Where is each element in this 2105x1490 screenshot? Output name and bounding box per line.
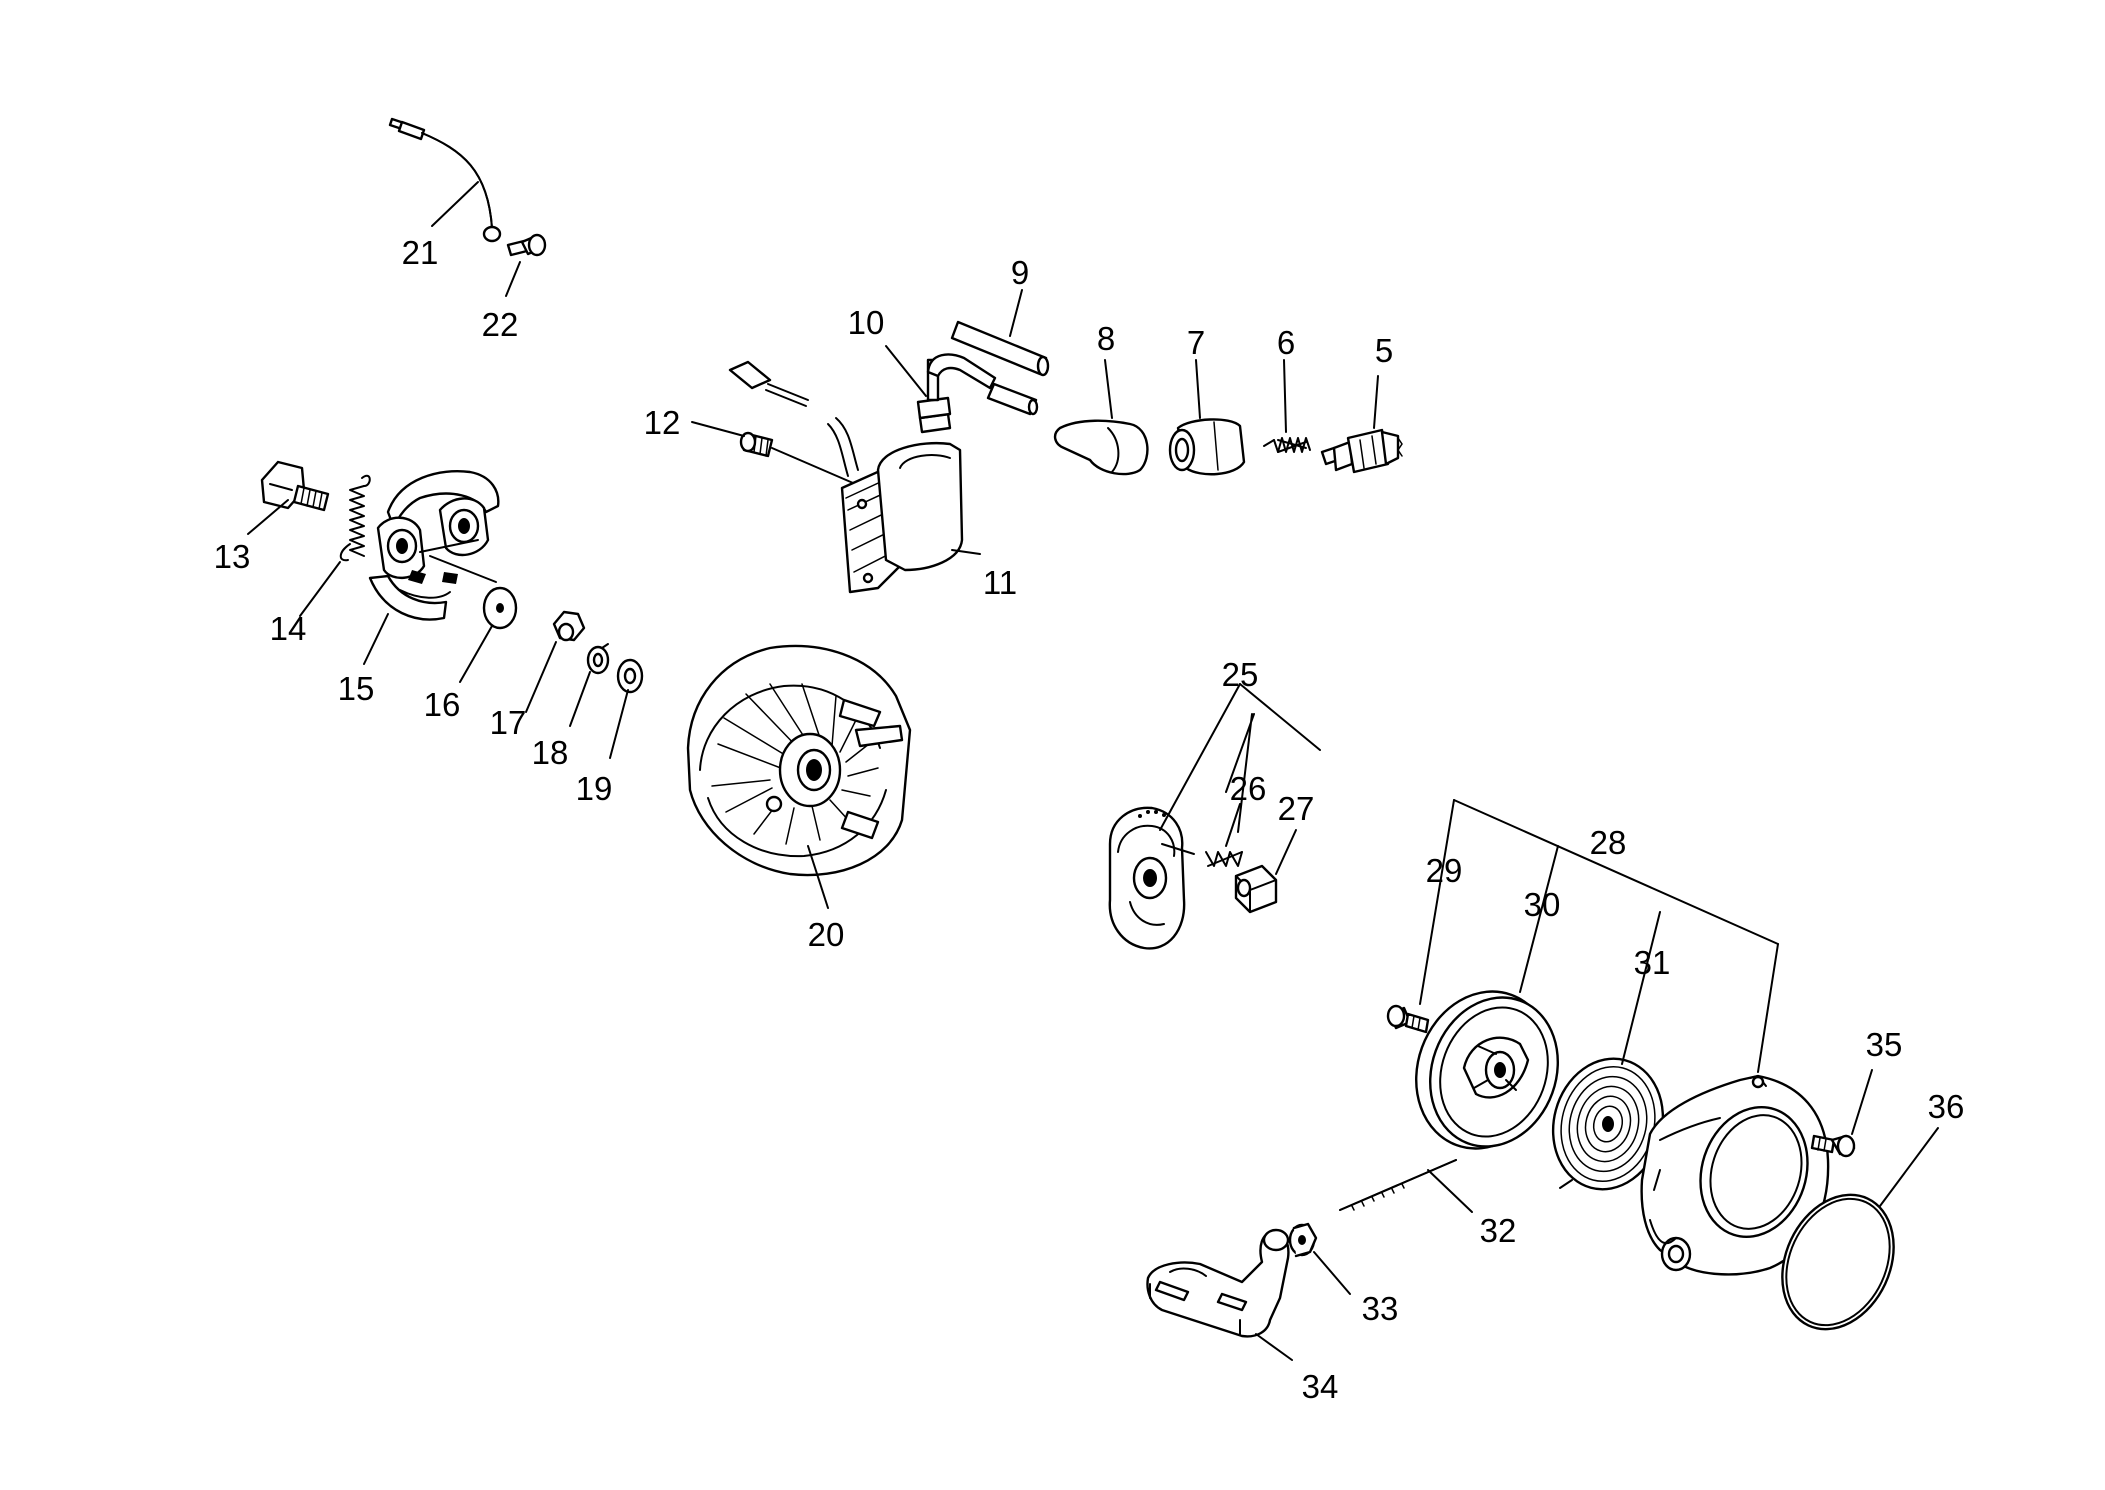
leader-lines [247,181,1939,1361]
label-part-10: 10 [848,304,885,341]
label-part-16: 16 [424,686,461,723]
label-part-27: 27 [1278,790,1315,827]
part-32-starter-rope [1339,1159,1457,1211]
part-35-screw [1810,1134,1856,1158]
label-part-8: 8 [1097,320,1115,357]
label-part-33: 33 [1362,1290,1399,1327]
part-25-pawl-housing [1108,806,1195,950]
label-part-5: 5 [1375,332,1393,369]
label-part-12: 12 [644,404,681,441]
part-20-flywheel [686,644,912,877]
label-part-22: 22 [482,306,519,343]
label-part-13: 13 [214,538,251,575]
part-12-bolt [739,431,861,487]
part-14-spring [339,474,371,562]
label-part-26: 26 [1230,770,1267,807]
label-part-31: 31 [1634,944,1671,981]
part-27-pawl [1234,864,1278,914]
part-10-short-tube [986,382,1039,416]
label-part-25: 25 [1222,656,1259,693]
label-part-9: 9 [1011,254,1029,291]
label-part-15: 15 [338,670,375,707]
part-30-recoil-pulley [1415,990,1559,1150]
part-6-spring [1263,437,1311,453]
label-part-14: 14 [270,610,307,647]
label-part-6: 6 [1277,324,1295,361]
part-33-rope-guide [1288,1222,1318,1258]
part-26-spring [1205,851,1243,867]
part-28-starter-case [1640,1074,1830,1276]
part-8-plug-boot [1053,419,1149,476]
part-34-starter-handle [1146,1228,1290,1338]
part-16-washer [482,586,518,630]
label-part-21: 21 [402,234,439,271]
part-5-spark-plug [1320,428,1403,474]
label-part-34: 34 [1302,1368,1339,1405]
label-part-29: 29 [1426,852,1463,889]
part-36-plate [1781,1193,1895,1331]
label-part-30: 30 [1524,886,1561,923]
part-labels: 5 6 7 8 9 10 11 12 13 14 15 16 17 18 19 … [214,234,1965,1405]
label-part-19: 19 [576,770,613,807]
part-15-clutch [368,470,500,621]
label-part-36: 36 [1928,1088,1965,1125]
label-part-28: 28 [1590,824,1627,861]
part-29-screw [1386,1004,1430,1034]
part-13-bolt [260,460,330,512]
part-17-nut [552,610,586,642]
label-part-7: 7 [1187,324,1205,361]
part-21-ground-wire [388,117,502,243]
label-part-32: 32 [1480,1212,1517,1249]
label-part-20: 20 [808,916,845,953]
part-11-ignition-coil [728,353,997,594]
part-7-cap [1168,418,1246,476]
label-part-35: 35 [1866,1026,1903,1063]
label-part-11: 11 [983,564,1017,601]
part-9-tube [950,320,1050,377]
label-part-18: 18 [532,734,569,771]
part-22-screw [506,233,547,257]
label-part-17: 17 [490,704,527,741]
part-19-washer [616,658,644,694]
part-18-lock-washer [586,643,610,675]
